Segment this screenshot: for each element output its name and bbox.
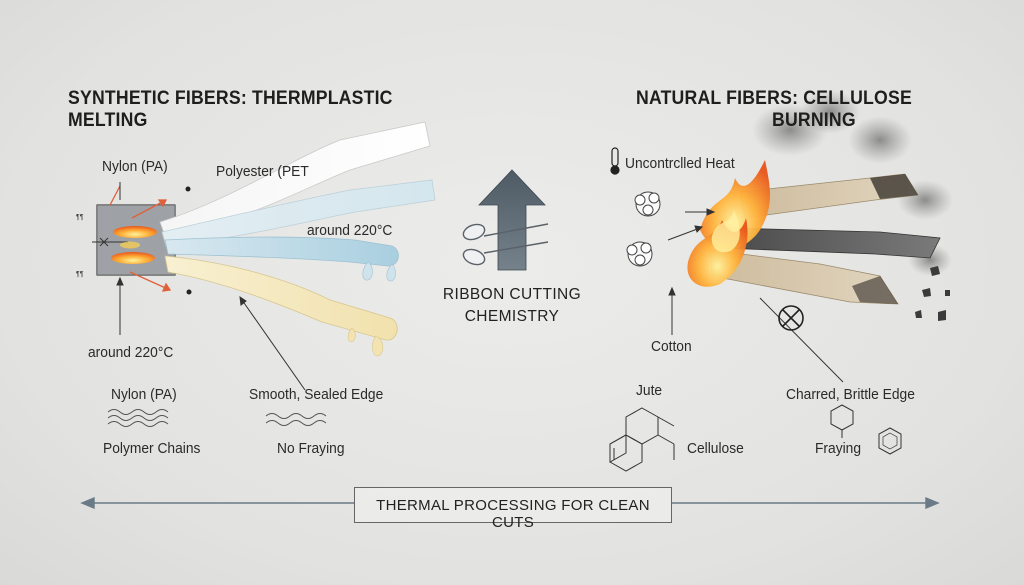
cotton-boll-icon [634,191,661,217]
right-title-line2: BURNING [772,110,856,131]
char-debris [915,266,950,321]
marker-dot [185,186,191,192]
label-temp-right: around 220°C [307,222,393,239]
heat-arrows [109,185,172,292]
svg-text:¶¶: ¶¶ [76,271,84,278]
heated-cutter: ¶¶ ¶¶ [76,204,176,278]
label-nylon-top: Nylon (PA) [102,158,168,175]
bottom-double-arrow [80,496,940,510]
leader-lines-right [667,208,844,383]
cotton-boll-icon [626,241,653,267]
thermometer-icon [610,147,620,175]
cutter-flames [111,226,157,264]
benzene-ring-icon [878,427,902,455]
label-uncontrolled-heat: Uncontrclled Heat [625,155,735,172]
label-jute: Jute [636,382,663,399]
label-no-fraying: No Fraying [277,440,345,457]
hexagon-icon [830,404,854,438]
label-polyester: Polyester (PET [216,163,309,180]
marker-dot [186,289,192,295]
cellulose-structure-icon [609,407,675,472]
label-polymer-chains: Polymer Chains [103,440,201,457]
no-symbol-icon [778,305,804,331]
label-nylon-bottom: Nylon (PA) [111,386,177,403]
label-charred-brittle-edge: Charred, Brittle Edge [786,386,915,403]
sealed-chain-icon [265,413,327,426]
polymer-chain-icon [107,409,169,427]
leader-lines-left [116,182,306,391]
label-cotton: Cotton [651,338,692,355]
label-smooth-sealed-edge: Smooth, Sealed Edge [249,386,384,403]
center-label-line2: CHEMISTRY [464,308,560,325]
center-up-arrow [478,169,546,271]
synthetic-ribbons [159,121,436,357]
label-cellulose: Cellulose [687,440,744,457]
banner-text: THERMAL PROCESSING FOR CLEAN CUTS [376,497,650,531]
label-fraying: Fraying [815,440,862,457]
right-title-line1: NATURAL FIBERS: CELLULOSE [636,88,912,109]
left-title-line1: SYNTHETIC FIBERS: THERMPLASTIC [68,88,393,109]
label-temp-bottom: around 220°C [88,344,174,361]
svg-text:¶¶: ¶¶ [76,214,84,221]
bottom-banner: THERMAL PROCESSING FOR CLEAN CUTS [354,487,672,531]
burning-flames [687,160,770,287]
left-title-line2: MELTING [68,110,148,131]
scissors-icon [462,223,549,266]
center-label-line1: RIBBON CUTTING [442,286,582,303]
